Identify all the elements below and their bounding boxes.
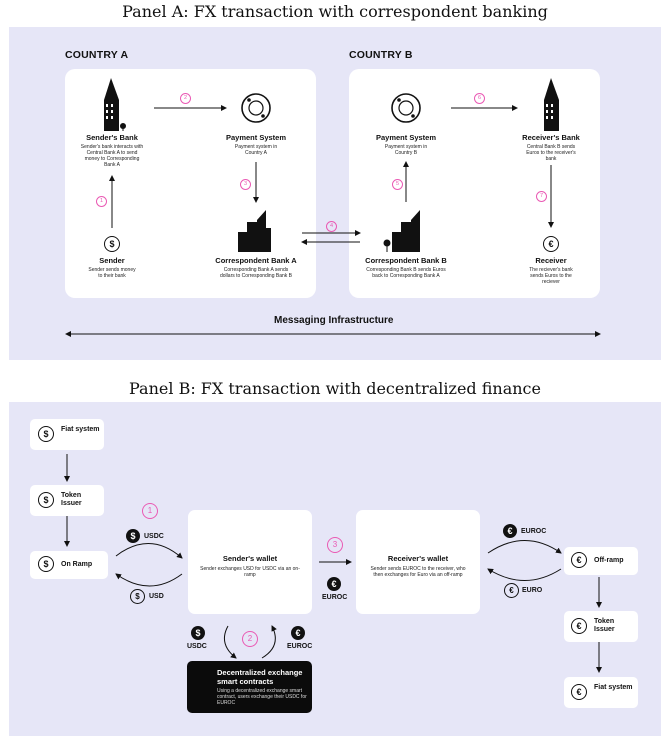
- step-3-badge: 3: [240, 179, 251, 190]
- receivers-wallet-name: Receiver's wallet: [387, 554, 449, 563]
- payment-system-b-desc: Payment system in Country B: [384, 144, 428, 156]
- fiat-system-left-card: $ Fiat system: [30, 419, 104, 450]
- step-2-badge-b: 2: [242, 631, 258, 647]
- euroc-token-icon: €: [291, 626, 305, 640]
- on-ramp-label: On Ramp: [61, 561, 93, 568]
- step-3-badge-b: 3: [327, 537, 343, 553]
- usdc-label-top: USDC: [144, 533, 164, 540]
- euroc-label-middle: EUROC: [322, 594, 348, 601]
- correspondent-bank-b-icon: [383, 210, 420, 252]
- dex-desc: Using a decentralized exchange smart con…: [217, 688, 307, 706]
- correspondent-b-desc: Corresponding Bank B sends Euros back to…: [366, 267, 446, 279]
- euroc-label-right: EUROC: [521, 528, 547, 535]
- payment-system-b-icon: [391, 93, 421, 123]
- country-a-label: COUNTRY A: [65, 49, 129, 61]
- off-ramp-label: Off-ramp: [594, 557, 624, 564]
- step-4-badge: 4: [326, 221, 337, 232]
- euroc-label-bottom: EUROC: [287, 643, 313, 650]
- off-ramp-card: € Off-ramp: [564, 547, 638, 575]
- country-b-label: COUNTRY B: [349, 49, 413, 61]
- panel-b-title: Panel B: FX transaction with decentraliz…: [129, 379, 541, 398]
- usd-token-icon: $: [130, 589, 145, 604]
- correspondent-a-desc: Corresponding Bank A sends dollars to Co…: [220, 267, 292, 279]
- panel-a: COUNTRY A COUNTRY B: [9, 27, 661, 360]
- fiat-system-right-label: Fiat system: [594, 684, 633, 691]
- euroc-token-icon: €: [503, 524, 517, 538]
- sender-node: Sender Sender sends money to their bank: [80, 254, 144, 279]
- panel-b: [9, 402, 661, 736]
- fiat-system-left-label: Fiat system: [61, 426, 100, 433]
- sender-name: Sender: [99, 256, 125, 265]
- euro-token-icon: €: [504, 583, 519, 598]
- sender-desc: Sender sends money to their bank: [88, 267, 136, 279]
- dollar-icon: $: [38, 492, 54, 508]
- euro-icon: €: [571, 684, 587, 700]
- usd-label: USD: [149, 593, 164, 600]
- payment-system-a-name: Payment System: [225, 133, 287, 142]
- token-issuer-right-label: Token Issuer: [594, 618, 615, 633]
- receivers-bank-name: Receiver's Bank: [522, 133, 580, 142]
- senders-bank-desc: Sender's bank interacts with Central Ban…: [80, 144, 144, 168]
- senders-bank-node: Sender's Bank Sender's bank interacts wi…: [80, 131, 144, 168]
- payment-system-a-icon: [241, 93, 271, 123]
- payment-system-a-desc: Payment system in Country A: [234, 144, 278, 156]
- senders-wallet-card: Sender's wallet Sender exchanges USD for…: [188, 510, 312, 614]
- correspondent-a-node: Correspondent Bank A Corresponding Bank …: [212, 254, 300, 279]
- step-7-badge: 7: [536, 191, 547, 202]
- on-ramp-card: $ On Ramp: [30, 551, 108, 579]
- receiver-node: Receiver The reciever's bank sends Euros…: [520, 254, 582, 285]
- step-1-badge: 1: [96, 196, 107, 207]
- step-5-badge: 5: [392, 179, 403, 190]
- step-6-badge: 6: [474, 93, 485, 104]
- step-1-badge-b: 1: [142, 503, 158, 519]
- fiat-system-right-card: € Fiat system: [564, 677, 638, 708]
- senders-wallet-desc: Sender exchanges USD for USDC via an on-…: [200, 566, 300, 578]
- senders-wallet-name: Sender's wallet: [222, 554, 278, 563]
- dollar-icon: $: [38, 556, 54, 572]
- payment-system-a-node: Payment System Payment system in Country…: [220, 131, 292, 156]
- receivers-wallet-desc: Sender sends EUROC to the receiver, who …: [370, 566, 466, 578]
- receivers-bank-desc: Central Bank B sends Euros to the receiv…: [526, 144, 576, 162]
- euro-icon: €: [571, 618, 587, 634]
- usdc-token-icon: $: [126, 529, 140, 543]
- messaging-infrastructure-label: Messaging Infrastructure: [274, 315, 394, 326]
- correspondent-b-name: Correspondent Bank B: [365, 256, 447, 265]
- usdc-token-icon: $: [191, 626, 205, 640]
- correspondent-bank-a-icon: [238, 210, 271, 252]
- dex-card: Decentralized exchange smart contracts U…: [187, 661, 312, 713]
- receivers-bank-icon: [544, 78, 559, 131]
- correspondent-a-name: Correspondent Bank A: [215, 256, 297, 265]
- dollar-icon: $: [104, 236, 120, 252]
- receivers-bank-node: Receiver's Bank Central Bank B sends Eur…: [516, 131, 586, 162]
- panel-a-title: Panel A: FX transaction with corresponde…: [122, 2, 548, 21]
- payment-system-b-node: Payment System Payment system in Country…: [370, 131, 442, 156]
- senders-bank-icon: [104, 78, 126, 131]
- receiver-desc: The reciever's bank sends Euros to the r…: [529, 267, 573, 285]
- receivers-wallet-card: Receiver's wallet Sender sends EUROC to …: [356, 510, 480, 614]
- senders-bank-name: Sender's Bank: [86, 133, 138, 142]
- correspondent-b-node: Correspondent Bank B Corresponding Bank …: [362, 254, 450, 279]
- euro-icon: €: [543, 236, 559, 252]
- euro-label: EURO: [522, 587, 543, 594]
- step-2-badge: 2: [180, 93, 191, 104]
- dollar-icon: $: [38, 426, 54, 442]
- token-issuer-right-card: € Token Issuer: [564, 611, 638, 642]
- dex-name: Decentralized exchange smart contracts: [217, 668, 303, 686]
- payment-system-b-name: Payment System: [375, 133, 437, 142]
- usdc-label-bottom: USDC: [187, 643, 207, 650]
- euroc-token-icon: €: [327, 577, 341, 591]
- token-issuer-left-card: $ Token Issuer: [30, 485, 104, 516]
- token-issuer-left-label: Token Issuer: [61, 492, 82, 507]
- euro-icon: €: [571, 552, 587, 568]
- receiver-name: Receiver: [535, 256, 567, 265]
